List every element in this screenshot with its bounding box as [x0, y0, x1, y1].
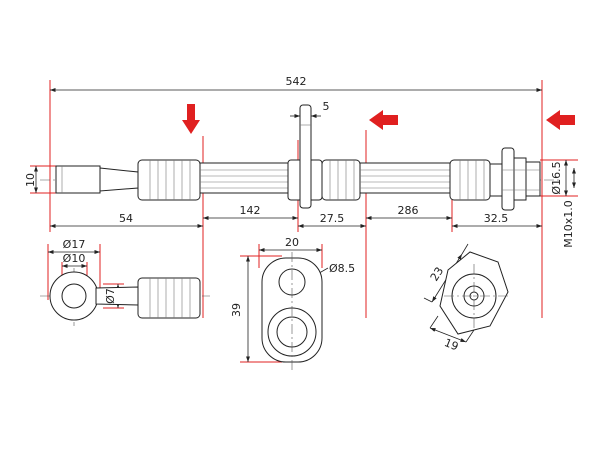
dim-eye-neck: Ø7 — [104, 288, 117, 304]
dim-hex-a: 23 — [428, 265, 446, 284]
dim-seg2: 142 — [240, 204, 261, 217]
dim-hose-dia: 10 — [24, 173, 37, 187]
hex-end-view — [439, 251, 509, 335]
red-arrow-left-right — [546, 110, 575, 130]
bracket-view — [261, 252, 323, 372]
dim-eye-outer: Ø17 — [63, 238, 86, 251]
dim-bracket-h: 39 — [230, 303, 243, 317]
dim-bracket-width: 5 — [323, 100, 330, 113]
dim-bracket-hole: Ø8.5 — [329, 262, 355, 275]
dim-hex-b: 19 — [442, 336, 460, 353]
red-arrow-left-middle — [369, 110, 398, 130]
hose-assembly-main — [40, 104, 560, 211]
dim-eye-inner: Ø10 — [63, 252, 86, 265]
dim-thread: M10x1.0 — [562, 200, 575, 248]
dim-seg1: 54 — [119, 212, 133, 225]
red-arrow-down — [182, 104, 200, 134]
dim-end-dia: Ø16.5 — [550, 161, 563, 194]
dim-bracket-w: 20 — [285, 236, 299, 249]
dim-seg4: 286 — [398, 204, 419, 217]
dim-seg3: 27.5 — [320, 212, 345, 225]
dim-seg5: 32.5 — [484, 212, 509, 225]
dim-total-length: 542 — [286, 75, 307, 88]
dimension-lines — [34, 88, 576, 362]
eye-fitting-view — [40, 268, 210, 326]
dimension-labels: 542 5 10 Ø16.5 M10x1.0 54 142 27.5 286 3… — [24, 75, 575, 353]
